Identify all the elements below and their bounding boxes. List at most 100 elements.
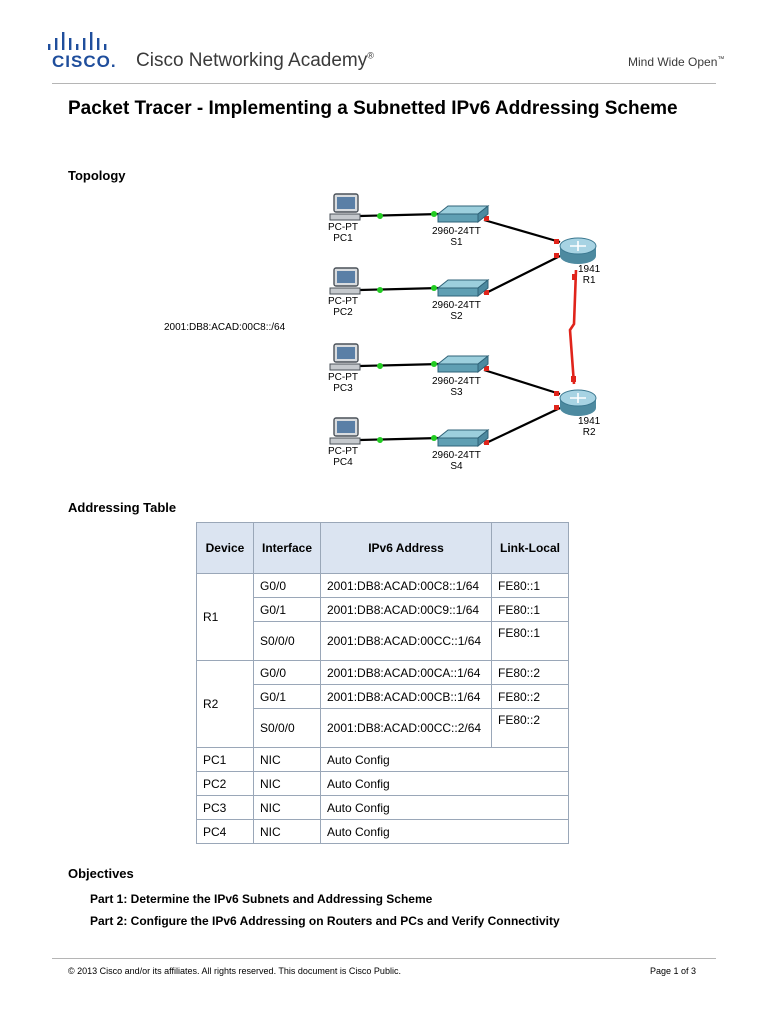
table-header-row: Device Interface IPv6 Address Link-Local (196, 522, 569, 574)
page-header: CISCO. Cisco Networking Academy® Mind Wi… (0, 0, 768, 86)
pc-model: PC-PT (328, 222, 358, 233)
port-indicator (554, 391, 559, 396)
switch-icon (437, 213, 479, 223)
cell-interface: G0/0 (253, 660, 321, 685)
objective-item: Part 2: Configure the IPv6 Addressing on… (90, 914, 560, 928)
footer-divider (52, 958, 716, 959)
port-indicator (554, 239, 559, 244)
port-indicator (377, 437, 383, 443)
pc-keyboard-icon (329, 363, 361, 371)
cell-ipv6-address: Auto Config (320, 747, 569, 772)
topology-heading: Topology (68, 168, 126, 183)
port-indicator (431, 435, 437, 441)
pc-name: PC1 (333, 233, 353, 244)
pc-keyboard-icon (329, 213, 361, 221)
cell-interface: NIC (253, 747, 321, 772)
ethernet-link (359, 212, 441, 218)
pc-name: PC4 (333, 457, 353, 468)
cell-ipv6-address: 2001:DB8:ACAD:00CA::1/64 (320, 660, 492, 685)
pc-screen-icon (337, 271, 355, 283)
switch-model: 2960-24TT (432, 300, 481, 311)
port-indicator (554, 253, 559, 258)
column-header-interface: Interface (253, 522, 321, 574)
port-indicator (431, 211, 437, 217)
cisco-logo-text: CISCO. (52, 52, 117, 71)
port-indicator (377, 213, 383, 219)
cell-ipv6-address: 2001:DB8:ACAD:00C8::1/64 (320, 573, 492, 598)
serial-link (568, 269, 578, 385)
switch-model: 2960-24TT (432, 226, 481, 237)
ethernet-link (359, 362, 441, 368)
switch-icon (477, 278, 489, 298)
ethernet-link (483, 255, 561, 295)
ethernet-link (359, 286, 441, 292)
objectives-heading: Objectives (68, 866, 134, 881)
router-name: R1 (582, 275, 596, 286)
pc-model: PC-PT (328, 296, 358, 307)
cell-link-local: FE80::2 (491, 660, 569, 685)
switch-name: S3 (450, 387, 463, 398)
ethernet-link (483, 407, 561, 445)
port-indicator (484, 440, 489, 445)
cell-device: PC1 (196, 747, 254, 772)
port-indicator (554, 405, 559, 410)
subnet-label: 2001:DB8:ACAD:00C8::/64 (164, 322, 286, 333)
port-indicator (571, 376, 576, 382)
cell-ipv6-address: Auto Config (320, 771, 569, 796)
cell-ipv6-address: 2001:DB8:ACAD:00CC::1/64 (320, 621, 492, 661)
switch-model: 2960-24TT (432, 450, 481, 461)
pc-name: PC3 (333, 383, 353, 394)
ethernet-link (483, 368, 561, 396)
pc-screen-icon (337, 347, 355, 359)
router-arrows-icon (570, 241, 586, 251)
switch-model: 2960-24TT (432, 376, 481, 387)
column-header-device: Device (196, 522, 254, 574)
port-indicator (484, 366, 489, 371)
switch-icon (437, 363, 479, 373)
cell-interface: S0/0/0 (253, 708, 321, 748)
switch-name: S2 (450, 311, 463, 322)
ethernet-link (483, 218, 561, 244)
port-indicator (431, 285, 437, 291)
cell-interface: NIC (253, 771, 321, 796)
addressing-table: Device Interface IPv6 Address Link-Local… (196, 522, 569, 844)
document-title: Packet Tracer - Implementing a Subnetted… (68, 98, 678, 119)
tagline: Mind Wide Open™ (628, 55, 725, 69)
pc-name: PC2 (333, 307, 353, 318)
switch-icon (477, 354, 489, 374)
pc-screen-icon (337, 421, 355, 433)
cell-device: R2 (196, 660, 254, 748)
cell-ipv6-address: 2001:DB8:ACAD:00C9::1/64 (320, 597, 492, 622)
cell-link-local: FE80::1 (491, 597, 569, 622)
cell-interface: G0/1 (253, 684, 321, 709)
cell-ipv6-address: Auto Config (320, 795, 569, 820)
cell-interface: G0/0 (253, 573, 321, 598)
cell-device: PC4 (196, 819, 254, 844)
objective-item: Part 1: Determine the IPv6 Subnets and A… (90, 892, 433, 906)
cell-link-local: FE80::2 (491, 684, 569, 709)
cell-ipv6-address: 2001:DB8:ACAD:00CC::2/64 (320, 708, 492, 748)
cell-device: R1 (196, 573, 254, 661)
switch-icon (477, 204, 489, 224)
cell-ipv6-address: Auto Config (320, 819, 569, 844)
cell-interface: S0/0/0 (253, 621, 321, 661)
cell-interface: NIC (253, 819, 321, 844)
pc-keyboard-icon (329, 287, 361, 295)
addressing-heading: Addressing Table (68, 500, 177, 515)
router-model: 1941 (578, 416, 601, 427)
